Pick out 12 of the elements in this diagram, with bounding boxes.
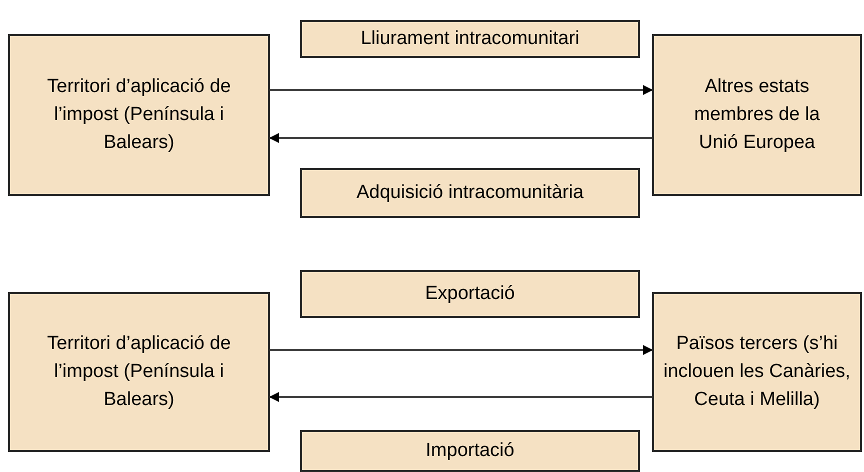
text-box: Exportació: [300, 270, 640, 318]
text-box: Importació: [300, 430, 640, 472]
text-box: Territori d’aplicació de l’impost (Península i Balears): [8, 34, 270, 196]
arrow: [269, 392, 652, 402]
arrow: [270, 85, 653, 95]
arrow: [270, 345, 653, 355]
text-box: Lliurament intracomunitari: [300, 20, 640, 58]
arrow: [269, 133, 652, 143]
text-box: Països tercers (s’hi inclouen les Canàries, Ceuta i Melilla): [652, 292, 862, 452]
text-box: Territori d’aplicació de l’impost (Península i Balears): [8, 292, 270, 452]
text-box: Adquisició intracomunitària: [300, 168, 640, 218]
text-box: Altres estats membres de la Unió Europea: [652, 34, 862, 196]
